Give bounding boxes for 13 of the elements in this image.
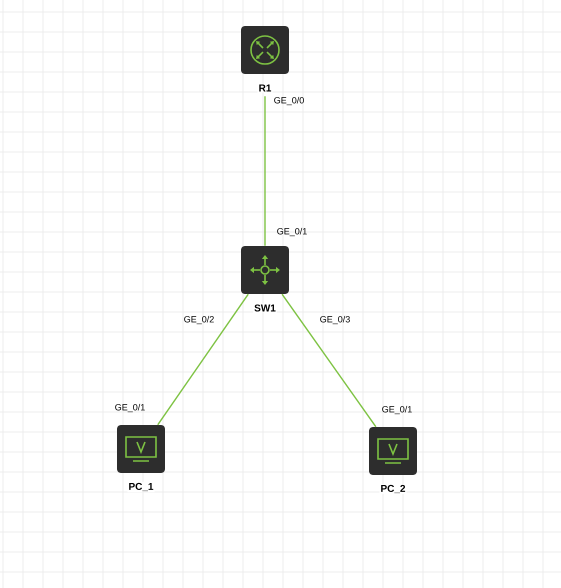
port-label: GE_0/3	[320, 316, 350, 324]
device-label: SW1	[253, 303, 277, 313]
port-label: GE_0/0	[274, 96, 304, 106]
port-label: GE_0/1	[277, 228, 307, 236]
port-label: GE_0/1	[382, 406, 412, 414]
link-line	[264, 96, 266, 246]
port-label: GE_0/1	[115, 404, 145, 412]
device-label: PC_2	[380, 484, 406, 494]
device-label: PC_1	[128, 482, 154, 492]
port-label: GE_0/2	[184, 316, 214, 324]
link-line	[282, 294, 376, 428]
device-label: R1	[258, 84, 272, 92]
link-line	[157, 294, 249, 426]
